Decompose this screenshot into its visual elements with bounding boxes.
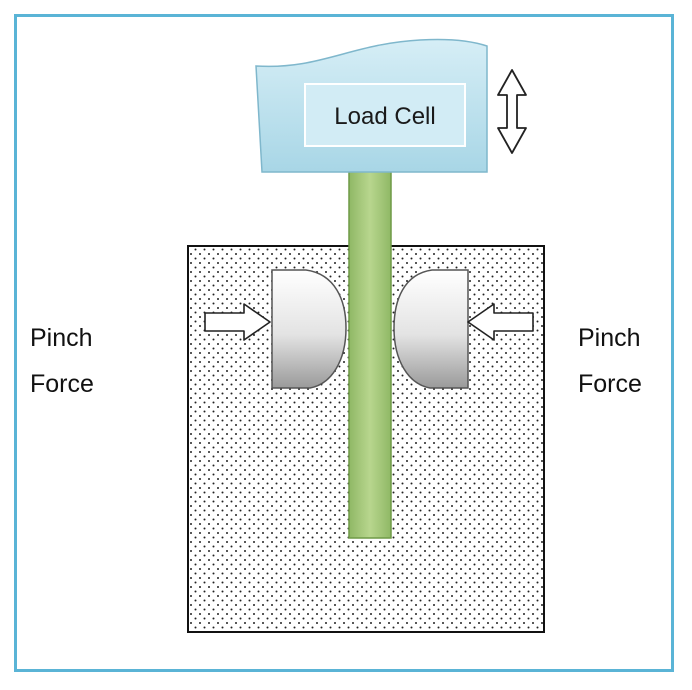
right-pinch-arrow-icon bbox=[467, 303, 534, 341]
load-cell-label: Load Cell bbox=[334, 103, 435, 130]
right-jaw bbox=[393, 269, 469, 389]
vertical-movement-arrow-icon bbox=[497, 69, 527, 154]
left-pinch-label-line1: Pinch bbox=[30, 324, 93, 352]
right-pinch-label-line1: Pinch bbox=[578, 324, 641, 352]
left-pinch-label-line2: Force bbox=[30, 370, 94, 398]
left-pinch-label: Pinch Force bbox=[30, 324, 100, 398]
left-pinch-arrow-icon bbox=[204, 303, 271, 341]
right-pinch-label: Pinch Force bbox=[578, 324, 648, 398]
load-cell-label-box bbox=[304, 83, 466, 147]
specimen-rod bbox=[348, 169, 392, 539]
right-pinch-label-line2: Force bbox=[578, 370, 642, 398]
left-jaw bbox=[271, 269, 347, 389]
